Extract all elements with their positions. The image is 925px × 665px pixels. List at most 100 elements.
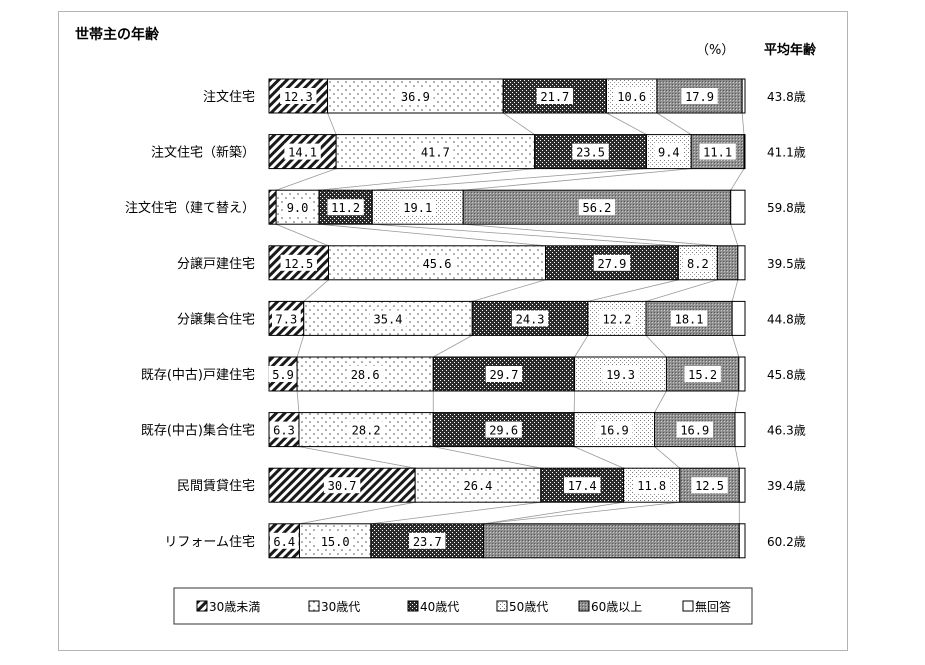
connector-line (472, 279, 546, 302)
bar-segment-2-6 (743, 134, 746, 170)
data-label-bg (670, 310, 708, 327)
connector-line (574, 335, 589, 358)
legend-label: 30歳代 (321, 600, 360, 614)
data-label-bg (578, 199, 616, 216)
data-label-bg (602, 366, 639, 382)
legend-label: 60歳以上 (591, 600, 642, 614)
connector-line (318, 168, 535, 191)
data-label-bg (323, 477, 361, 494)
connector-line (296, 390, 300, 413)
data-label: 19.1 (403, 201, 432, 215)
data-label: 23.5 (576, 146, 605, 160)
connector-line (298, 446, 416, 469)
category-label: 注文住宅 (203, 90, 255, 105)
legend-swatch (308, 600, 320, 612)
connector-line (573, 446, 624, 469)
data-label-bg (485, 366, 523, 382)
connector-line (372, 223, 679, 247)
data-label-bg (564, 477, 601, 494)
data-label: 29.7 (489, 368, 518, 382)
data-label-bg (269, 532, 299, 549)
data-label: 8.2 (687, 257, 709, 271)
data-label-bg (598, 310, 636, 327)
data-label: 10.6 (617, 90, 646, 104)
data-label: 12.5 (695, 479, 724, 493)
connector-line (296, 335, 305, 358)
data-label: 30.7 (328, 479, 357, 493)
bar-segment-9-5 (483, 523, 740, 559)
legend-label: 40歳代 (420, 600, 459, 614)
bar-segment-4-5 (716, 245, 739, 281)
category-label: 注文住宅（建て替え） (125, 201, 255, 216)
data-label-bg (511, 310, 549, 327)
legend-label: 50歳代 (509, 600, 548, 614)
data-label-bg (485, 421, 522, 438)
data-label-bg (691, 477, 728, 494)
data-label-bg (676, 421, 713, 438)
connector-line (502, 112, 535, 135)
data-label-bg (596, 421, 633, 438)
data-label: 12.3 (284, 90, 313, 104)
data-label-bg (459, 477, 497, 494)
connector-line (276, 168, 337, 191)
data-label-bg (417, 143, 454, 160)
data-label-bg (397, 88, 434, 104)
data-label: 16.9 (680, 424, 709, 438)
legend-swatch (578, 600, 590, 612)
data-label: 28.2 (352, 424, 381, 438)
connector-line (606, 112, 647, 135)
data-label: 29.6 (489, 424, 518, 438)
bar-segment-5-6 (731, 300, 746, 336)
data-label-bg (683, 254, 713, 271)
connector-line (299, 501, 416, 525)
data-label-bg (269, 421, 299, 438)
data-label-bg (280, 254, 317, 271)
bar-segment-3-5 (462, 189, 732, 225)
bar-segment-8-6 (738, 467, 746, 503)
bar-segment-4-6 (737, 245, 746, 281)
data-label-bg (633, 477, 670, 494)
data-label-bg (684, 366, 721, 382)
data-label: 27.9 (598, 257, 627, 271)
category-label: 注文住宅（新築） (151, 145, 255, 161)
data-label: 14.1 (288, 146, 317, 160)
average-age-label: 59.8歳 (767, 201, 806, 215)
average-age-label: 39.5歳 (767, 257, 806, 271)
category-label: リフォーム住宅 (164, 535, 255, 550)
connector-line (731, 279, 739, 302)
data-label: 6.3 (273, 424, 295, 438)
average-age-label: 39.4歳 (767, 479, 806, 493)
connector-line (730, 224, 739, 246)
data-label: 41.7 (421, 146, 450, 160)
connector-line (654, 446, 681, 469)
legend-swatch (407, 600, 419, 612)
data-label: 36.9 (401, 90, 430, 104)
average-age-header: 平均年齢 (764, 43, 817, 58)
data-label: 45.6 (423, 257, 452, 271)
category-labels: 注文住宅注文住宅（新築）注文住宅（建て替え）分譲戸建住宅分譲集合住宅既存(中古)… (125, 90, 255, 550)
data-label-bg (283, 199, 312, 216)
connector-line (303, 279, 329, 302)
unit-label: （%） (696, 43, 735, 58)
connector-line (463, 223, 718, 247)
data-label: 56.2 (583, 201, 612, 215)
data-label: 15.0 (321, 535, 350, 549)
data-label-bg (284, 143, 321, 160)
legend-label: 無回答 (695, 599, 731, 614)
data-label: 11.8 (637, 479, 666, 493)
connector-line (654, 390, 667, 413)
data-label-bg (654, 143, 684, 160)
connector-line (731, 335, 740, 358)
bar-segment-1-6 (741, 78, 746, 114)
data-label-bg (681, 88, 718, 104)
bar-segment-3-1 (268, 189, 277, 225)
data-label-bg (271, 310, 301, 327)
connector-line (318, 223, 546, 247)
data-label-bg (409, 532, 446, 549)
average-age-labels: 43.8歳41.1歳59.8歳39.5歳44.8歳45.8歳46.3歳39.4歳… (767, 90, 806, 549)
legend-swatch (196, 600, 208, 612)
data-label-bg (346, 366, 384, 382)
bar-segment-5-5 (645, 300, 733, 336)
